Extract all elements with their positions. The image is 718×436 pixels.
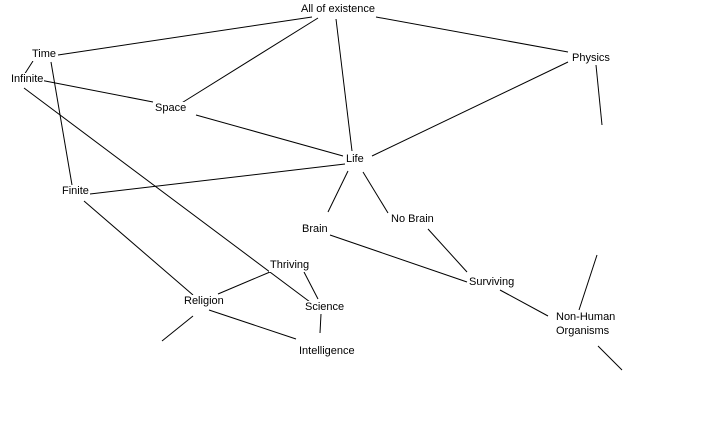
edge-thriving-to-religion <box>217 271 271 295</box>
edge-religion-to-intelligence <box>208 309 297 340</box>
node-no-brain: No Brain <box>390 213 435 226</box>
edge-finite-to-religion <box>83 200 194 296</box>
edge-surviving-to-non-human-organisms <box>499 289 549 317</box>
edge-all-of-existence-to-life <box>335 18 353 152</box>
node-physics: Physics <box>571 52 611 65</box>
edge-infinite-to-space <box>39 79 154 103</box>
node-brain: Brain <box>301 223 329 236</box>
edge-time-to-finite <box>50 61 73 186</box>
edge-all-of-existence-to-space <box>179 17 319 105</box>
edge-space-to-life <box>195 114 344 157</box>
dangling-line-2 <box>578 254 598 311</box>
node-all-of-existence: All of existence <box>300 3 376 16</box>
edge-physics-to-life <box>371 61 569 157</box>
dangling-line-3 <box>597 345 623 371</box>
node-intelligence: Intelligence <box>298 345 356 358</box>
node-science: Science <box>304 301 346 314</box>
node-finite: Finite <box>61 185 90 198</box>
edge-all-of-existence-to-physics <box>375 16 569 53</box>
edge-brain-to-surviving <box>329 234 468 283</box>
node-infinite: Infinite <box>10 73 45 86</box>
edge-science-to-intelligence <box>319 313 322 334</box>
dangling-line-1 <box>595 64 603 126</box>
node-non-human-organisms: Non-Human Organisms <box>555 310 619 338</box>
edge-infinite-to-science <box>23 87 311 303</box>
edge-life-to-finite <box>89 163 346 195</box>
node-life: Life <box>345 153 365 166</box>
edge-thriving-to-science <box>303 271 319 300</box>
node-thriving: Thriving <box>269 259 311 272</box>
edge-no-brain-to-surviving <box>427 228 468 273</box>
node-time: Time <box>31 48 58 61</box>
dangling-line-4 <box>161 315 194 342</box>
edge-life-to-no-brain <box>362 171 389 214</box>
node-space: Space <box>154 102 188 115</box>
edge-life-to-brain <box>327 170 349 213</box>
node-religion: Religion <box>183 295 225 308</box>
node-surviving: Surviving <box>468 276 516 289</box>
edge-all-of-existence-to-time <box>57 16 313 56</box>
edge-time-to-infinite <box>23 60 34 76</box>
